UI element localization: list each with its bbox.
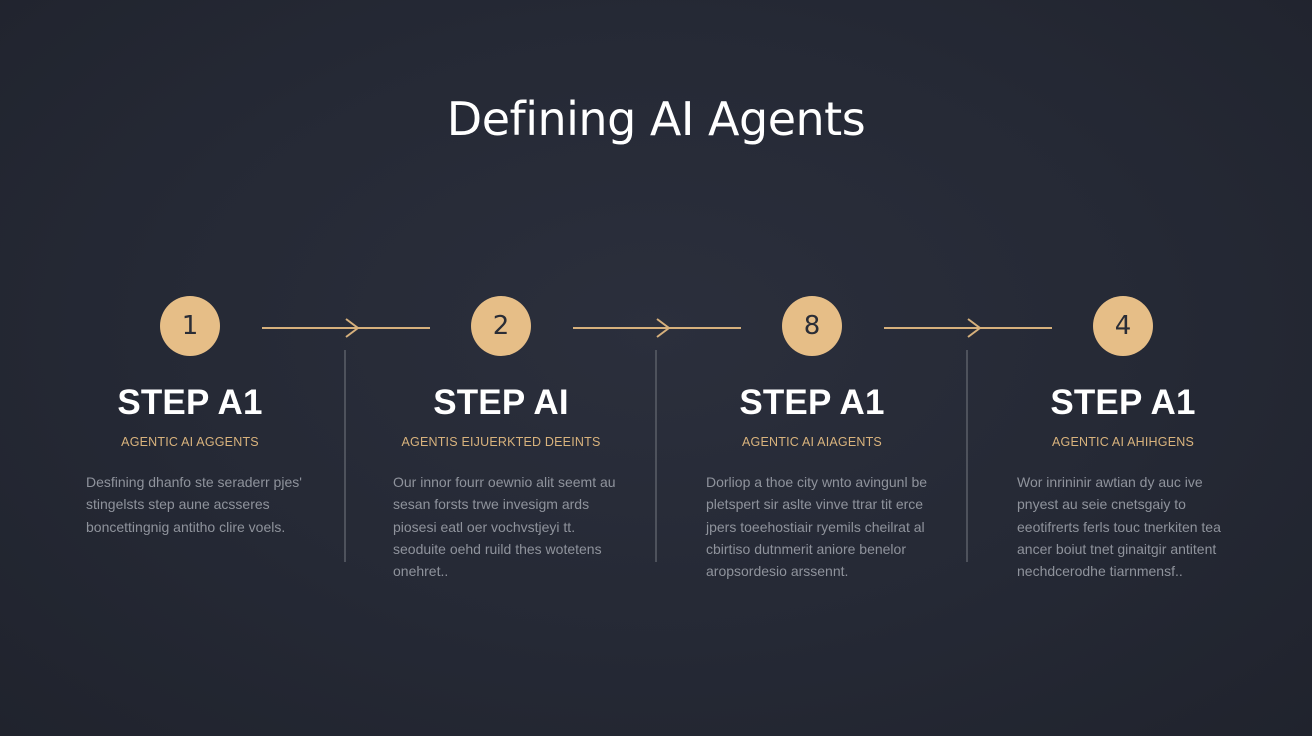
step-subtitle: AGENTIC AI AGGENTS: [121, 435, 259, 449]
column-divider: [655, 350, 657, 562]
step-number-badge: 4: [1093, 296, 1153, 356]
step-1: 1 STEP A1 AGENTIC AI AGGENTS Desfining d…: [70, 296, 310, 538]
step-title: STEP A1: [739, 383, 885, 422]
step-description: Wor inrininir awtian dy auc ive pnyest a…: [1017, 474, 1221, 580]
arrow-right-icon: [573, 318, 741, 338]
page-title: Defining AI Agents: [446, 92, 866, 146]
step-number-badge: 8: [782, 296, 842, 356]
step-number-badge: 2: [471, 296, 531, 356]
step-number-badge: 1: [160, 296, 220, 356]
step-title: STEP A1: [117, 383, 263, 422]
step-title: STEP A1: [1050, 383, 1196, 422]
column-divider: [344, 350, 346, 562]
arrow-right-icon: [884, 318, 1052, 338]
step-description: Desfining dhanfo ste seraderr pjes' stin…: [86, 474, 302, 535]
step-2: 2 STEP AI AGENTIS EIJUERKTED DEEINTS Our…: [381, 296, 621, 582]
step-subtitle: AGENTIS EIJUERKTED DEEINTS: [401, 435, 601, 449]
step-subtitle: AGENTIC AI AHIHGENS: [1051, 435, 1195, 449]
arrow-right-icon: [262, 318, 430, 338]
step-title: STEP AI: [433, 383, 569, 422]
step-description: Dorliop a thoe city wnto avingunl be ple…: [706, 474, 928, 580]
step-3: 8 STEP A1 AGENTIC AI AIAGENTS Dorliop a …: [692, 296, 932, 582]
step-4: 4 STEP A1 AGENTIC AI AHIHGENS Wor inrini…: [1003, 296, 1243, 582]
step-subtitle: AGENTIC AI AIAGENTS: [742, 435, 882, 449]
step-description: Our innor fourr oewnio alit seemt au ses…: [393, 474, 616, 580]
column-divider: [966, 350, 968, 562]
